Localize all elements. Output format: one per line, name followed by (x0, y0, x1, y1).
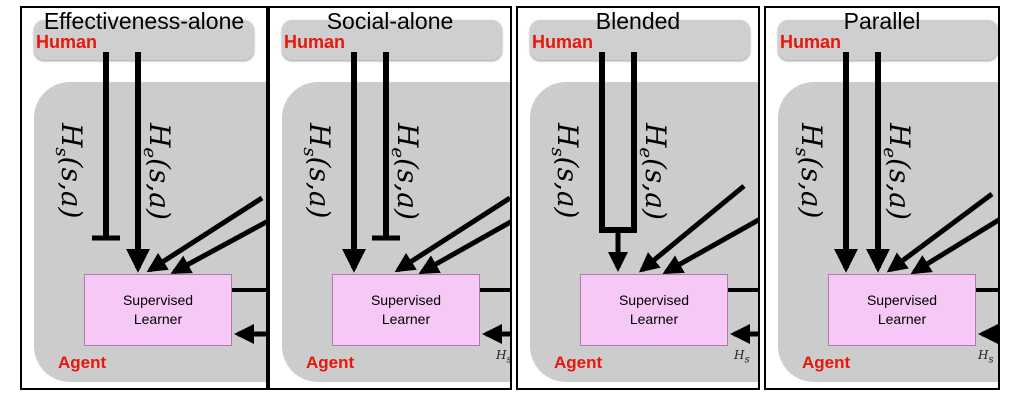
input-arrow-1 (146, 195, 264, 273)
agent-label: Agent (58, 353, 107, 372)
hs-label: Hs(s,a) (51, 122, 88, 218)
hs-marker-label: Hs (496, 348, 512, 366)
human-label: Human (36, 32, 98, 52)
panel-title: Effectiveness-alone (43, 8, 245, 34)
panel-effectiveness-alone: Effectiveness-alone Human Agent Supervis… (20, 6, 268, 390)
arrows-layer: Hs(s,a) He(s,a) (547, 52, 758, 344)
input-arrow-1 (886, 191, 994, 273)
he-label: He(s,a) (387, 122, 424, 220)
learner-line1: Supervised (122, 292, 194, 308)
human-label: Human (284, 32, 346, 52)
learner-line1: Supervised (866, 292, 938, 308)
panel-blended: Blended Human Agent Supervised Learner H… (516, 6, 760, 390)
learner-line2: Learner (381, 311, 431, 327)
hs-marker-label: Hs (978, 348, 994, 366)
supervised-learner-box: Supervised Learner (580, 274, 728, 346)
input-arrow-2 (662, 217, 758, 275)
human-box (282, 20, 502, 60)
panel-title: Social-alone (326, 8, 454, 34)
agent-label: Agent (554, 353, 603, 372)
learner-line2: Learner (133, 311, 183, 327)
hs-label: Hs(s,a) (547, 122, 584, 218)
human-box (34, 20, 254, 60)
he-label: He(s,a) (879, 122, 916, 220)
panel-social-alone: Social-alone Human Agent Supervised Lear… (268, 6, 512, 390)
panel-title: Parallel (843, 8, 921, 34)
hs-label: Hs(s,a) (791, 122, 828, 218)
input-arrow-1 (638, 184, 746, 273)
supervised-learner-box: Supervised Learner (828, 274, 976, 346)
arrows-layer: Hs(s,a) He(s,a) (299, 52, 510, 344)
human-label: Human (780, 32, 842, 52)
input-arrow-2 (170, 219, 266, 275)
human-box (778, 20, 998, 60)
human-box (530, 20, 750, 60)
arrows-layer: Hs(s,a) He(s,a) (791, 52, 998, 344)
supervised-learner-box: Supervised Learner (332, 274, 480, 346)
hs-marker-label: Hs (734, 348, 750, 366)
panel-parallel: Parallel Human Agent Supervised Learner … (764, 6, 1000, 390)
he-label: He(s,a) (139, 122, 176, 220)
supervised-learner-box: Supervised Learner (84, 274, 232, 346)
input-arrow-2 (418, 219, 510, 275)
arrows-layer: Hs(s,a) He(s,a) (51, 52, 266, 344)
input-arrow-2 (910, 217, 998, 275)
blend-channel (599, 52, 637, 233)
panel-title: Blended (595, 8, 681, 34)
agent-label: Agent (306, 353, 355, 372)
agent-label: Agent (802, 353, 851, 372)
learner-line1: Supervised (370, 292, 442, 308)
hs-label: Hs(s,a) (299, 122, 336, 218)
learner-line1: Supervised (618, 292, 690, 308)
learner-line2: Learner (877, 311, 927, 327)
input-arrow-1 (394, 195, 510, 273)
he-label: He(s,a) (635, 122, 672, 220)
learner-line2: Learner (629, 311, 679, 327)
human-label: Human (532, 32, 594, 52)
